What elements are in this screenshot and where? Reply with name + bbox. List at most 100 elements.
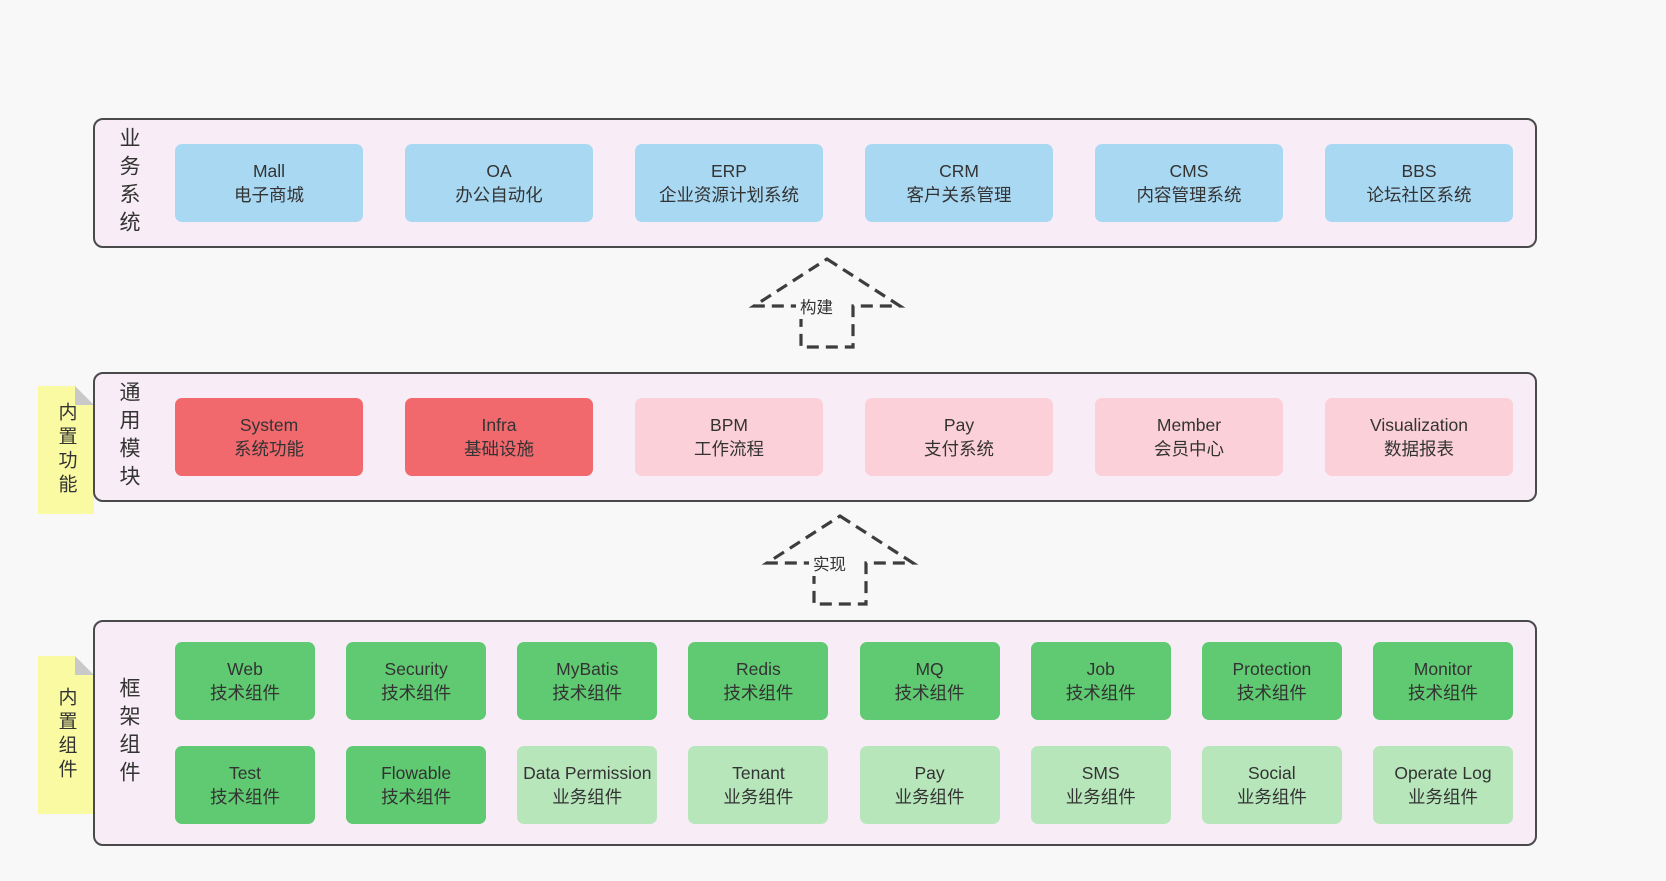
box-name-zh: 办公自动化 [455,185,543,205]
box-mq: MQ 技术组件 [859,642,1000,720]
box-member: Member 会员中心 [1095,398,1283,476]
box-operate-log: Operate Log 业务组件 [1372,746,1513,824]
sticky-note-label: 内置组件 [55,687,77,783]
box-name-en: Mall [252,160,286,181]
box-data-permission: Data Permission 业务组件 [517,746,658,824]
box-pay: Pay 业务组件 [859,746,1000,824]
box-name-en: Job [1086,658,1115,679]
box-infra: Infra 基础设施 [405,398,593,476]
box-name-zh: 电子商城 [234,185,304,205]
box-oa: OA 办公自动化 [405,144,593,222]
band-label: 框架组件 [117,677,140,789]
box-name-zh: 业务组件 [723,787,794,807]
box-name-en: ERP [711,160,747,181]
arrow-build: 构建 [748,257,906,349]
box-tenant: Tenant 业务组件 [688,746,829,824]
box-name-zh: 工作流程 [694,439,764,459]
box-name-zh: 业务组件 [894,787,965,807]
up-arrow-icon [748,257,906,349]
arrow-label: 构建 [796,293,837,319]
box-name-zh: 业务组件 [1407,787,1478,807]
band-label: 通用模块 [117,381,140,493]
box-name-zh: 业务组件 [1065,787,1136,807]
box-redis: Redis 技术组件 [688,642,829,720]
arrow-implement: 实现 [761,514,919,606]
box-name-en: CRM [939,160,979,181]
box-name-zh: 基础设施 [464,439,534,459]
up-arrow-icon [761,514,919,606]
box-flowable: Flowable 技术组件 [346,746,487,824]
box-name-zh: 客户关系管理 [906,185,1012,205]
box-name-en: Pay [943,414,975,435]
box-pay: Pay 支付系统 [865,398,1053,476]
box-visualization: Visualization 数据报表 [1325,398,1513,476]
box-name-en: Protection [1232,658,1312,679]
box-job: Job 技术组件 [1030,642,1171,720]
box-name-en: BPM [710,414,748,435]
box-name-zh: 技术组件 [1065,683,1136,703]
box-name-zh: 数据报表 [1384,439,1454,459]
box-name-zh: 支付系统 [924,439,994,459]
box-name-zh: 内容管理系统 [1136,185,1242,205]
box-name-en: Data Permission [523,762,652,783]
box-name-en: CMS [1169,160,1209,181]
box-name-en: Member [1156,414,1222,435]
box-name-en: Security [384,658,448,679]
box-name-zh: 会员中心 [1154,439,1224,459]
box-name-en: OA [486,160,512,181]
arrow-label: 实现 [809,550,850,576]
box-sms: SMS 业务组件 [1030,746,1171,824]
box-name-zh: 技术组件 [552,683,623,703]
box-name-en: Redis [736,658,781,679]
box-name-zh: 技术组件 [381,683,452,703]
sticky-note-label: 内置功能 [55,402,77,498]
box-name-zh: 技术组件 [381,787,452,807]
box-test: Test 技术组件 [175,746,315,824]
box-name-en: Web [227,658,263,679]
box-name-en: Flowable [381,762,452,783]
sticky-note-builtin-features: 内置功能 [38,386,94,514]
box-name-zh: 技术组件 [1236,683,1307,703]
box-name-en: Test [228,762,262,783]
box-web: Web 技术组件 [175,642,315,720]
box-name-zh: 业务组件 [1236,787,1307,807]
box-bbs: BBS 论坛社区系统 [1325,144,1513,222]
box-name-zh: 论坛社区系统 [1366,185,1472,205]
sticky-note-builtin-components: 内置组件 [38,656,94,814]
box-name-en: Pay [914,762,945,783]
box-name-en: MyBatis [556,658,619,679]
box-name-zh: 技术组件 [723,683,794,703]
box-monitor: Monitor 技术组件 [1372,642,1513,720]
box-name-zh: 技术组件 [210,683,280,703]
box-name-en: Operate Log [1394,762,1492,783]
box-protection: Protection 技术组件 [1201,642,1342,720]
box-name-en: SMS [1081,762,1120,783]
box-name-zh: 技术组件 [1407,683,1478,703]
box-name-en: MQ [915,658,944,679]
box-name-zh: 技术组件 [894,683,965,703]
folded-corner-icon [75,656,94,675]
box-name-en: Infra [481,414,517,435]
band-label: 业务系统 [117,127,140,239]
box-crm: CRM 客户关系管理 [865,144,1053,222]
box-mall: Mall 电子商城 [175,144,363,222]
box-name-en: System [239,414,299,435]
box-name-en: Visualization [1370,414,1468,435]
box-name-zh: 技术组件 [210,787,280,807]
box-mybatis: MyBatis 技术组件 [517,642,658,720]
box-name-en: BBS [1401,160,1437,181]
folded-corner-icon [75,386,94,405]
box-security: Security 技术组件 [346,642,487,720]
box-name-zh: 业务组件 [552,787,623,807]
box-name-en: Monitor [1413,658,1473,679]
box-name-en: Tenant [732,762,785,783]
